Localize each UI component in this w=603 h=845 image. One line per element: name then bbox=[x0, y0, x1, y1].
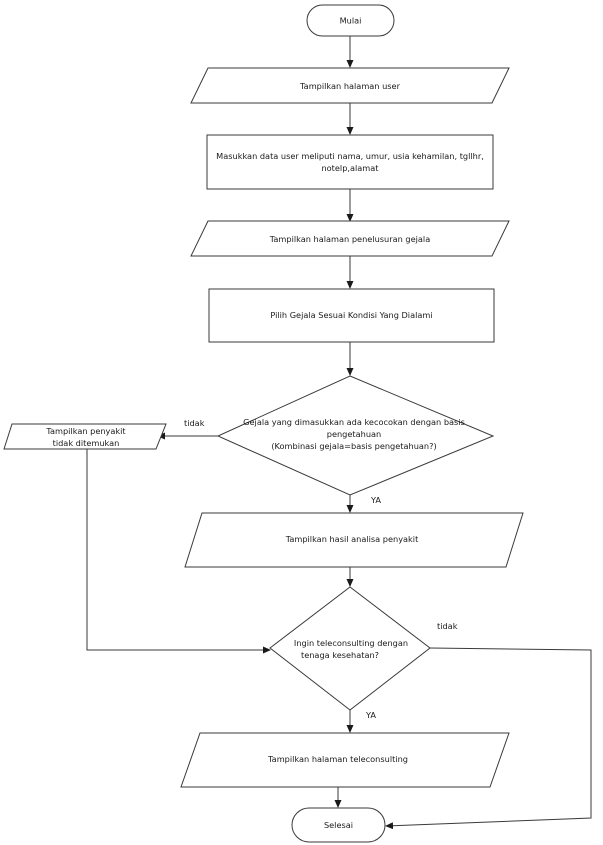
io-show-user-page-shape bbox=[190, 67, 510, 104]
process-input-user-data: Masukkan data user meliputi nama, umur, … bbox=[206, 134, 494, 190]
decision-knowledge-match-line3: (Kombinasi gejala=basis pengetahuan?) bbox=[271, 441, 436, 451]
decision-teleconsulting: Ingin teleconsulting dengan tenaga keseh… bbox=[269, 586, 431, 711]
decision-knowledge-match-line2: pengetahuan bbox=[327, 429, 381, 439]
connectors bbox=[86, 36, 592, 830]
decision-teleconsulting-line2: tenaga kesehatan? bbox=[301, 650, 379, 660]
io-show-search-page-shape bbox=[190, 220, 510, 257]
arrow-decision-teleconsult-no bbox=[385, 647, 592, 830]
process-input-user-data-line2: notelp,alamat bbox=[321, 163, 379, 173]
edge-label-teleconsult-yes: YA bbox=[365, 710, 376, 720]
io-disease-not-found-line2: tidak ditemukan bbox=[53, 438, 120, 448]
io-show-analysis: Tampilkan hasil analisa penyakit bbox=[184, 512, 524, 568]
process-choose-symptoms-label: Pilih Gejala Sesuai Kondisi Yang Dialami bbox=[270, 310, 432, 320]
process-input-user-data-shape bbox=[206, 134, 494, 190]
arrow-not-found-to-decision-teleconsult bbox=[86, 449, 271, 654]
process-choose-symptoms-shape bbox=[208, 288, 495, 343]
io-show-analysis-label: Tampilkan hasil analisa penyakit bbox=[285, 534, 419, 544]
io-disease-not-found-line1: Tampilkan penyakit bbox=[45, 426, 126, 436]
start-shape bbox=[306, 4, 395, 37]
edge-label-teleconsult-no: tidak bbox=[437, 621, 458, 631]
decision-teleconsulting-shape bbox=[269, 586, 431, 711]
io-show-teleconsult-page-label: Tampilkan halaman teleconsulting bbox=[267, 754, 408, 764]
process-input-user-data-line1: Masukkan data user meliputi nama, umur, … bbox=[216, 151, 484, 161]
decision-knowledge-match: Gejala yang dimasukkan ada kecocokan den… bbox=[216, 375, 495, 496]
io-show-search-page-label: Tampilkan halaman penelusuran gejala bbox=[269, 234, 430, 244]
end-label: Selesai bbox=[324, 820, 353, 830]
edge-label-match-yes: YA bbox=[370, 495, 381, 505]
decision-teleconsulting-line1: Ingin teleconsulting dengan bbox=[294, 638, 408, 648]
decision-knowledge-match-line1: Gejala yang dimasukkan ada kecocokan den… bbox=[243, 417, 465, 427]
io-show-teleconsult-page-shape bbox=[180, 732, 510, 788]
start-label: Mulai bbox=[340, 16, 362, 26]
io-show-search-page: Tampilkan halaman penelusuran gejala bbox=[190, 220, 510, 257]
io-show-analysis-shape bbox=[184, 512, 524, 568]
io-disease-not-found-shape bbox=[3, 423, 167, 450]
edge-label-match-no: tidak bbox=[184, 418, 205, 428]
io-disease-not-found: Tampilkan penyakit tidak ditemukan bbox=[3, 423, 167, 450]
process-choose-symptoms: Pilih Gejala Sesuai Kondisi Yang Dialami bbox=[208, 288, 495, 343]
end-terminator: Selesai bbox=[291, 807, 386, 843]
start-terminator: Mulai bbox=[306, 4, 395, 37]
io-show-teleconsult-page: Tampilkan halaman teleconsulting bbox=[180, 732, 510, 788]
end-shape bbox=[291, 807, 386, 843]
io-show-user-page-label: Tampilkan halaman user bbox=[299, 81, 401, 91]
io-show-user-page: Tampilkan halaman user bbox=[190, 67, 510, 104]
decision-knowledge-match-shape bbox=[216, 375, 495, 496]
